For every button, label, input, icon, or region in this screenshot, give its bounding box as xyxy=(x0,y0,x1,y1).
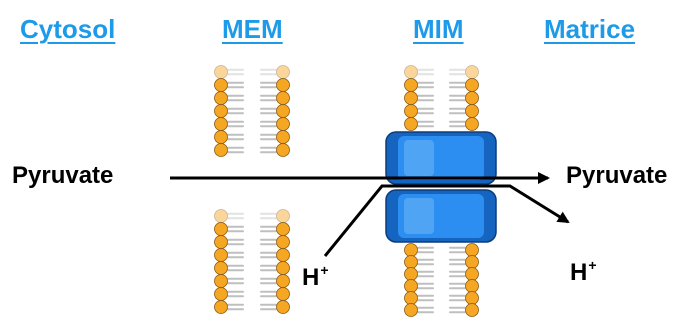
lipid-head xyxy=(214,117,228,131)
lipid-head xyxy=(404,303,418,317)
lipid-head xyxy=(214,222,228,236)
lipid-pair xyxy=(404,291,479,305)
lipid-head xyxy=(214,65,228,79)
proton-matrix-label: H+ xyxy=(570,257,597,286)
lipid-head xyxy=(465,291,479,305)
lipid-pair xyxy=(214,261,290,275)
lipid-pair xyxy=(404,303,479,317)
lipid-head xyxy=(465,117,479,131)
lipid-head xyxy=(465,255,479,269)
lipid-head xyxy=(214,130,228,144)
pyruvate-cytosol-label: Pyruvate xyxy=(12,162,114,189)
mem-bilayer-bottom xyxy=(214,209,290,314)
lipid-head xyxy=(276,261,290,275)
lipid-head xyxy=(276,130,290,144)
lipid-pair xyxy=(404,267,479,281)
lipid-pair xyxy=(404,78,479,92)
lipid-pair xyxy=(404,91,479,105)
lipid-pair xyxy=(214,78,290,92)
lipid-head xyxy=(214,274,228,288)
lipid-head xyxy=(214,91,228,105)
lipid-pair xyxy=(404,104,479,118)
lipid-pair xyxy=(214,143,290,157)
lipid-head xyxy=(404,243,418,257)
lipid-head xyxy=(404,291,418,305)
lipid-head xyxy=(465,267,479,281)
transporter-top xyxy=(385,131,497,185)
lipid-head xyxy=(404,91,418,105)
lipid-head xyxy=(404,267,418,281)
lipid-pair xyxy=(214,104,290,118)
lipid-head xyxy=(214,287,228,301)
lipid-head xyxy=(276,222,290,236)
header-mem: MEM xyxy=(222,14,283,44)
lipid-pair xyxy=(214,65,290,79)
lipid-head xyxy=(276,274,290,288)
mim-bilayer-top xyxy=(404,65,479,131)
proton-intermembrane-label: H+ xyxy=(302,262,329,291)
mem-bilayer-top xyxy=(214,65,290,157)
lipid-pair xyxy=(214,130,290,144)
lipid-head xyxy=(276,300,290,314)
lipid-pair xyxy=(404,117,479,131)
lipid-head xyxy=(276,235,290,249)
lipid-pair xyxy=(404,279,479,293)
lipid-head xyxy=(465,243,479,257)
lipid-pair xyxy=(214,287,290,301)
header-cytosol: Cytosol xyxy=(20,14,116,44)
lipid-head xyxy=(465,303,479,317)
lipid-head xyxy=(214,209,228,223)
lipid-pair xyxy=(214,274,290,288)
lipid-head xyxy=(404,279,418,293)
lipid-head xyxy=(276,287,290,301)
lipid-pair xyxy=(404,243,479,257)
lipid-head xyxy=(214,300,228,314)
lipid-head xyxy=(465,78,479,92)
lipid-pair xyxy=(214,117,290,131)
lipid-head xyxy=(214,143,228,157)
proton-arrow xyxy=(323,184,570,257)
lipid-head xyxy=(214,261,228,275)
lipid-head xyxy=(404,65,418,79)
lipid-head xyxy=(404,104,418,118)
lipid-pair xyxy=(214,248,290,262)
lipid-head xyxy=(276,209,290,223)
lipid-head xyxy=(465,104,479,118)
lipid-pair xyxy=(214,91,290,105)
lipid-head xyxy=(465,65,479,79)
lipid-head xyxy=(404,78,418,92)
lipid-head xyxy=(404,255,418,269)
lipid-head xyxy=(214,248,228,262)
lipid-head xyxy=(404,117,418,131)
lipid-head xyxy=(465,279,479,293)
header-matrice: Matrice xyxy=(544,14,636,44)
transporter-bottom xyxy=(385,189,497,243)
lipid-pair xyxy=(404,65,479,79)
lipid-head xyxy=(276,78,290,92)
lipid-head xyxy=(214,235,228,249)
lipid-head xyxy=(276,91,290,105)
pyruvate-matrix-label: Pyruvate xyxy=(566,162,668,189)
lipid-head xyxy=(276,143,290,157)
lipid-head xyxy=(465,91,479,105)
lipid-head xyxy=(276,104,290,118)
lipid-head xyxy=(214,78,228,92)
lipid-pair xyxy=(404,255,479,269)
lipid-head xyxy=(214,104,228,118)
lipid-head xyxy=(276,248,290,262)
mim-bilayer-bottom xyxy=(404,243,479,317)
lipid-pair xyxy=(214,235,290,249)
lipid-head xyxy=(276,117,290,131)
lipid-pair xyxy=(214,222,290,236)
header-mim: MIM xyxy=(413,14,464,44)
lipid-head xyxy=(276,65,290,79)
lipid-pair xyxy=(214,300,290,314)
lipid-pair xyxy=(214,209,290,223)
